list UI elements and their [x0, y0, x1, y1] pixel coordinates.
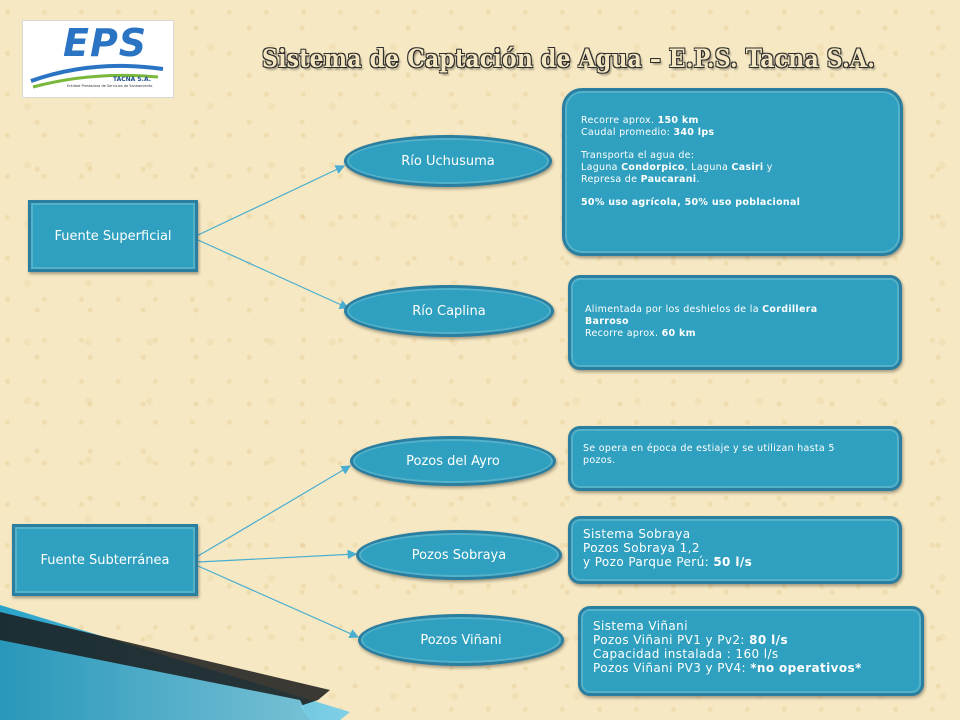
page-title: Sistema de Captación de Agua – E.P.S. Ta… [262, 44, 876, 74]
info-vinani-line: Pozos Viñani PV3 y PV4: *no operativos* [593, 661, 862, 675]
source-subterranea: Fuente Subterránea [12, 524, 198, 596]
logo-tacna-text: TACNA S.A. [112, 76, 151, 83]
info-vinani-line: Pozos Viñani PV1 y Pv2: 80 l/s [593, 633, 789, 647]
node-pozos-sobraya-label: Pozos Sobraya [411, 547, 507, 563]
info-vinani: Sistema Viñani Pozos Viñani PV1 y Pv2: 8… [578, 606, 924, 696]
logo-subtitle: Entidad Prestadora de Servicios de Sanea… [67, 84, 153, 88]
connector-superficial-uchusuma [197, 165, 346, 236]
info-ayro-line: Se opera en época de estiaje y se utiliz… [583, 443, 835, 454]
source-superficial-label: Fuente Superficial [54, 228, 172, 244]
info-sobraya-line: y Pozo Parque Perú: 50 l/s [583, 555, 753, 569]
info-sobraya: Sistema Sobraya Pozos Sobraya 1,2 y Pozo… [568, 516, 902, 584]
eps-logo: EPS TACNA S.A. Entidad Prestadora de Ser… [22, 20, 174, 98]
node-rio-caplina-label: Río Caplina [412, 303, 486, 319]
connector-subterranea-sobraya [197, 549, 358, 563]
info-caplina: Alimentada por los deshielos de la Cordi… [568, 275, 902, 370]
info-sobraya-line: Pozos Sobraya 1,2 [583, 541, 700, 555]
connector-subterranea-vinani [197, 565, 360, 638]
node-pozos-ayro-label: Pozos del Ayro [406, 453, 500, 469]
info-uchusuma-line: 50% uso agrícola, 50% uso poblacional [581, 197, 801, 208]
connector-subterranea-ayro [197, 465, 352, 557]
info-uchusuma-line: Laguna Condorpico, Laguna Casiri y [581, 162, 773, 173]
node-rio-caplina: Río Caplina [344, 285, 554, 337]
info-sobraya-line: Sistema Sobraya [583, 527, 691, 541]
connector-superficial-caplina [197, 239, 350, 309]
source-superficial: Fuente Superficial [28, 200, 198, 272]
info-ayro: Se opera en época de estiaje y se utiliz… [568, 426, 902, 491]
logo-eps-text: EPS [63, 21, 148, 65]
info-vinani-line: Capacidad instalada : 160 l/s [593, 647, 779, 661]
node-pozos-sobraya: Pozos Sobraya [356, 530, 562, 580]
node-pozos-vinani: Pozos Viñani [358, 614, 564, 666]
info-caplina-line: Alimentada por los deshielos de la Cordi… [585, 304, 818, 315]
info-uchusuma: Recorre aprox. 150 km Caudal promedio: 3… [562, 88, 903, 256]
info-vinani-line: Sistema Viñani [593, 619, 688, 633]
info-ayro-line: pozos. [583, 455, 616, 466]
node-pozos-ayro: Pozos del Ayro [350, 436, 556, 486]
info-uchusuma-line: Transporta el agua de: [581, 150, 695, 161]
info-caplina-line: Recorre aprox. 60 km [585, 328, 696, 339]
node-pozos-vinani-label: Pozos Viñani [420, 632, 502, 648]
info-uchusuma-line: Recorre aprox. 150 km [581, 115, 699, 126]
info-caplina-line: Barroso [585, 316, 629, 327]
node-rio-uchusuma-label: Río Uchusuma [401, 153, 495, 169]
source-subterranea-label: Fuente Subterránea [40, 552, 170, 568]
node-rio-uchusuma: Río Uchusuma [344, 135, 552, 187]
logo-swoosh [30, 63, 164, 89]
info-uchusuma-line: Represa de Paucarani. [581, 174, 700, 185]
info-uchusuma-line: Caudal promedio: 340 lps [581, 127, 715, 138]
